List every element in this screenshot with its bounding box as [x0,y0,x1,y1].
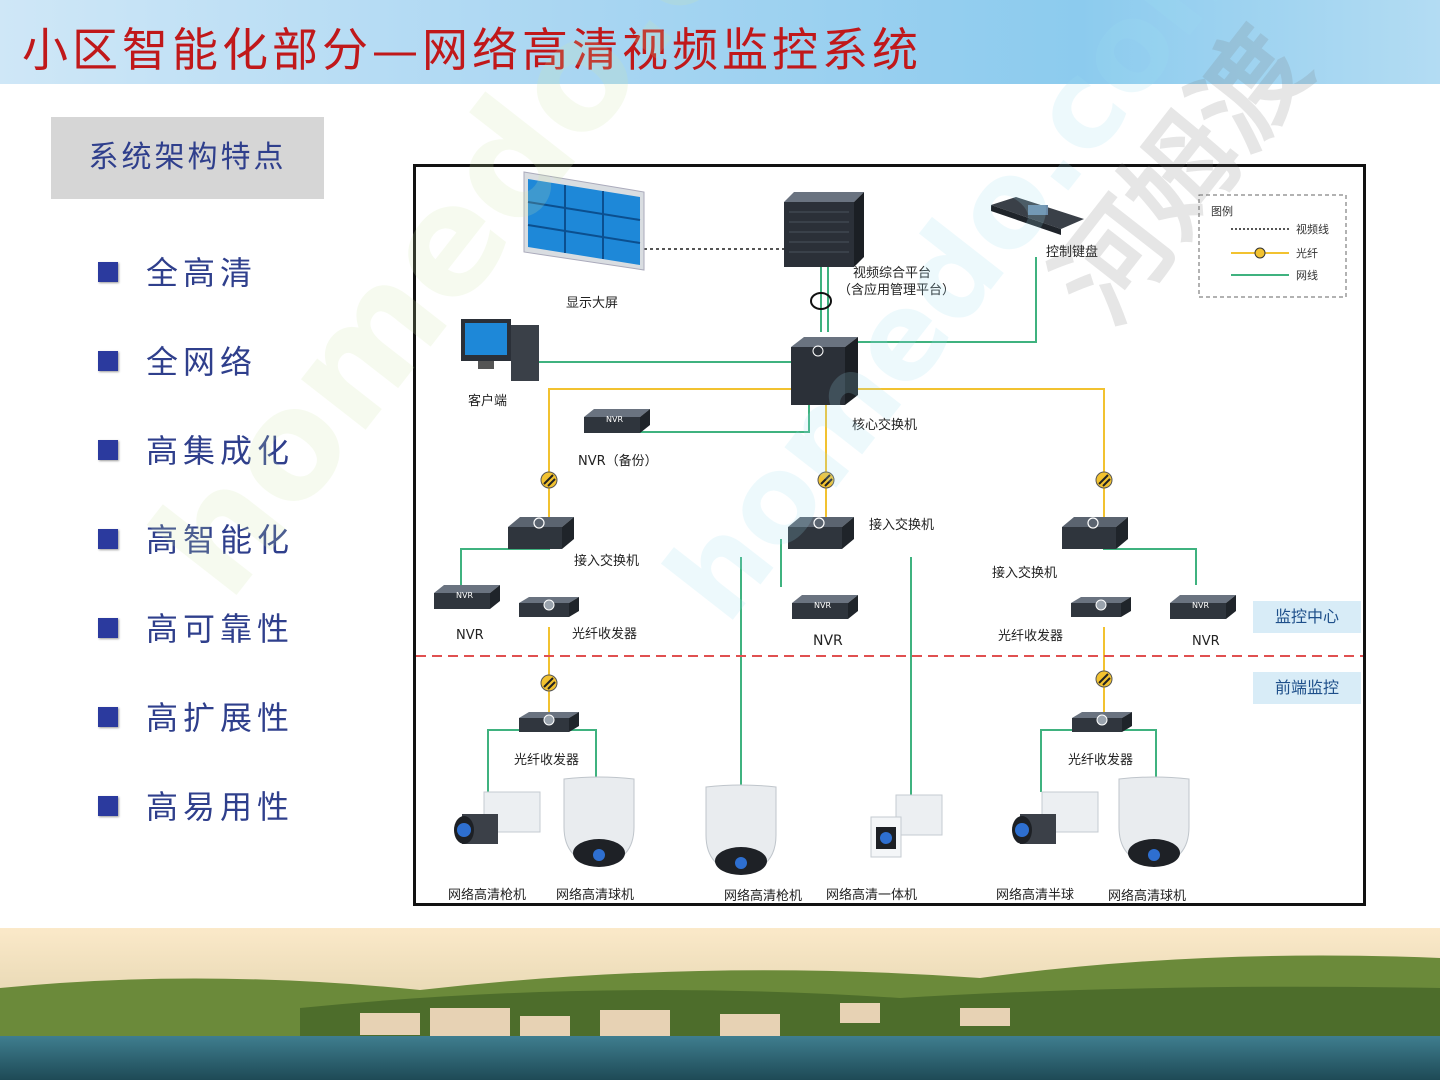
zone-monitor-center: 监控中心 [1253,601,1361,633]
feature-label: 高扩展性 [146,699,295,737]
bullet-square-icon [98,796,118,816]
bullet-square-icon [98,262,118,282]
integrated-camera-icon [870,794,943,858]
dome-camera-icon [1118,776,1190,868]
landscape-banner [0,928,1440,1080]
legend-network-line: 网线 [1296,268,1318,282]
nvr-backup-label: NVR（备份） [578,453,658,469]
feature-label: 高可靠性 [146,610,295,648]
camera-label: 网络高清半球 [996,887,1074,903]
feature-item: 高扩展性 [98,693,358,741]
fiber-marker-icon [540,674,558,692]
access-switch-right-label: 接入交换机 [992,565,1057,581]
fiber-transceiver-front-right-icon [1071,711,1133,733]
client-pc-icon [461,319,539,381]
nvr-left-label: NVR [456,628,484,643]
feature-label: 全高清 [146,254,258,292]
feature-item: 高易用性 [98,782,358,830]
feature-item: 高集成化 [98,426,358,474]
feature-label: 高易用性 [146,788,295,826]
legend-fiber: 光纤 [1296,246,1318,260]
fiber-transceiver-left-icon [518,596,580,618]
bullet-square-icon [98,707,118,727]
dome-camera-icon [705,784,777,876]
fiber-transceiver-front-right-label: 光纤收发器 [1068,752,1133,768]
control-keyboard-icon [991,197,1084,235]
fiber-transceiver-front-left-label: 光纤收发器 [514,752,579,768]
bullet-camera-icon [1011,791,1099,845]
nvr-badge: NVR [814,601,831,610]
video-platform-sublabel: （含应用管理平台） [838,282,955,298]
dome-camera-icon [563,776,635,868]
nvr-badge: NVR [456,591,473,600]
feature-item: 全网络 [98,337,358,385]
bullet-square-icon [98,440,118,460]
nvr-right-label: NVR [1192,634,1220,649]
camera-label: 网络高清枪机 [724,888,802,903]
fiber-marker-icon [817,471,835,489]
access-switch-mid-icon [787,516,855,550]
zone-front-end: 前端监控 [1253,672,1361,704]
nvr-mid-label: NVR [813,633,843,649]
fiber-transceiver-left-label: 光纤收发器 [572,626,637,642]
camera-label: 网络高清球机 [1108,888,1186,903]
fiber-transceiver-right-icon [1070,596,1132,618]
title-bar: 小区智能化部分—网络高清视频监控系统 [0,0,1440,84]
feature-item: 高智能化 [98,515,358,563]
control-keyboard-label: 控制键盘 [1046,244,1098,260]
fiber-marker-icon [540,471,558,489]
network-diagram: 显示大屏 视频综合平台 （含应用管理平台） 控制键盘 客户端 [413,164,1366,906]
core-switch-icon [791,337,858,405]
bullet-square-icon [98,351,118,371]
feature-label: 高智能化 [146,521,295,559]
bullet-square-icon [98,529,118,549]
access-switch-left-icon [507,516,575,550]
video-platform-icon [784,192,864,267]
display-wall-icon [523,171,645,271]
page-title: 小区智能化部分—网络高清视频监控系统 [22,23,922,77]
fiber-marker-icon [1095,670,1113,688]
display-wall-label: 显示大屏 [566,296,618,311]
fiber-marker-icon [1095,471,1113,489]
diagram-canvas: 显示大屏 视频综合平台 （含应用管理平台） 控制键盘 客户端 [416,171,1363,903]
section-label-box: 系统架构特点 [51,117,324,199]
bullet-square-icon [98,618,118,638]
nvr-badge: NVR [606,415,623,424]
feature-item: 全高清 [98,248,358,296]
cable-bundle-icon [810,292,832,310]
legend-title: 图例 [1211,204,1233,218]
nvr-badge: NVR [1192,601,1209,610]
feature-item: 高可靠性 [98,604,358,652]
legend: 图例 视频线 光纤 网线 [1198,194,1347,298]
bullet-camera-icon [453,791,541,845]
client-label: 客户端 [468,393,507,409]
access-switch-mid-label: 接入交换机 [869,517,934,533]
camera-label: 网络高清一体机 [826,887,917,903]
access-switch-right-icon [1061,516,1129,550]
core-switch-label: 核心交换机 [852,417,917,433]
video-platform-label: 视频综合平台 [853,266,931,281]
camera-label: 网络高清枪机 [448,887,526,903]
access-switch-left-label: 接入交换机 [574,553,639,569]
feature-label: 高集成化 [146,432,295,470]
camera-label: 网络高清球机 [556,887,634,903]
feature-label: 全网络 [146,343,258,381]
fiber-transceiver-right-label: 光纤收发器 [998,628,1063,644]
legend-video-line: 视频线 [1296,222,1329,236]
fiber-transceiver-front-left-icon [518,711,580,733]
section-label: 系统架构特点 [88,140,287,175]
fiber-lines [548,388,1105,712]
